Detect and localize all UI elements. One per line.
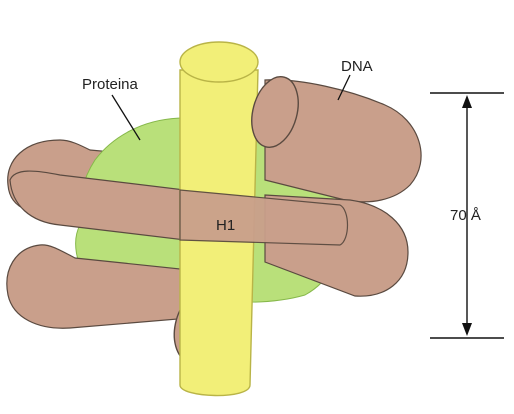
dna-end-upper [251,76,299,148]
dna-coil-lower-left [6,244,191,329]
dna-coil-front [179,189,349,246]
scale-arrow-down [462,323,472,336]
protein-leader-line [111,94,141,141]
dna-label: DNA [341,58,373,75]
h1-rod-top [179,41,259,83]
dimension-label: 70 Å [450,207,481,224]
dna-leader-line [337,74,351,101]
h1-label: H1 [216,217,236,234]
dna-coil-right [264,79,422,203]
protein-label: Proteina [82,76,138,93]
scale-arrow-up [462,95,472,108]
